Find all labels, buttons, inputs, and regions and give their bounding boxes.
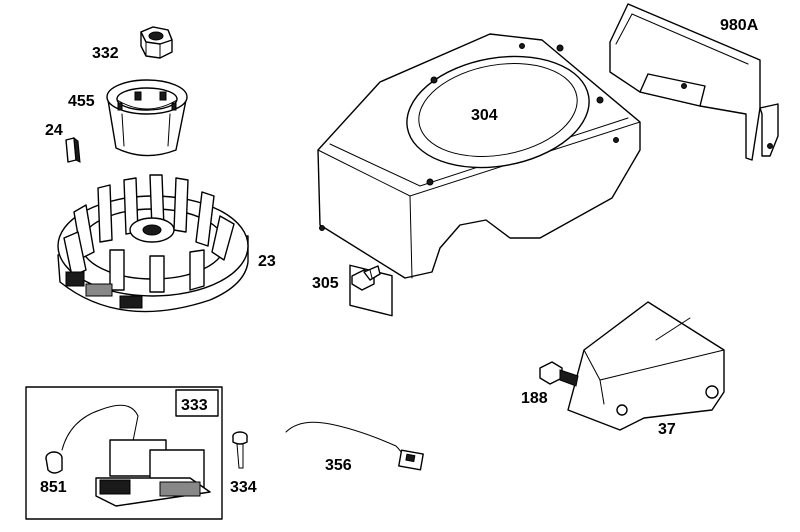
part-304-blower-housing (317, 33, 641, 317)
part-851-terminal (45, 451, 63, 474)
label-332: 332 (92, 45, 119, 62)
part-334-screw (232, 431, 248, 469)
label-851: 851 (40, 479, 67, 496)
part-37-bracket (567, 301, 725, 431)
label-356: 356 (325, 457, 352, 474)
label-333: 333 (181, 397, 208, 414)
part-332-nut (140, 26, 173, 59)
part-333-armature (61, 404, 211, 507)
label-305: 305 (312, 275, 339, 292)
label-24: 24 (45, 122, 63, 139)
part-305-screw (351, 265, 381, 291)
label-334: 334 (230, 479, 257, 496)
label-980a: 980A (720, 17, 759, 34)
part-24-key (65, 136, 81, 163)
label-37: 37 (658, 421, 676, 438)
label-455: 455 (68, 93, 95, 110)
part-23-flywheel (57, 174, 249, 313)
part-188-screw (539, 361, 579, 387)
part-455-starter-cup (106, 79, 188, 157)
part-980a-shield (609, 3, 779, 161)
part-356-ground-wire (285, 421, 424, 471)
label-188: 188 (521, 390, 548, 407)
label-304: 304 (471, 107, 498, 124)
label-23: 23 (258, 253, 276, 270)
